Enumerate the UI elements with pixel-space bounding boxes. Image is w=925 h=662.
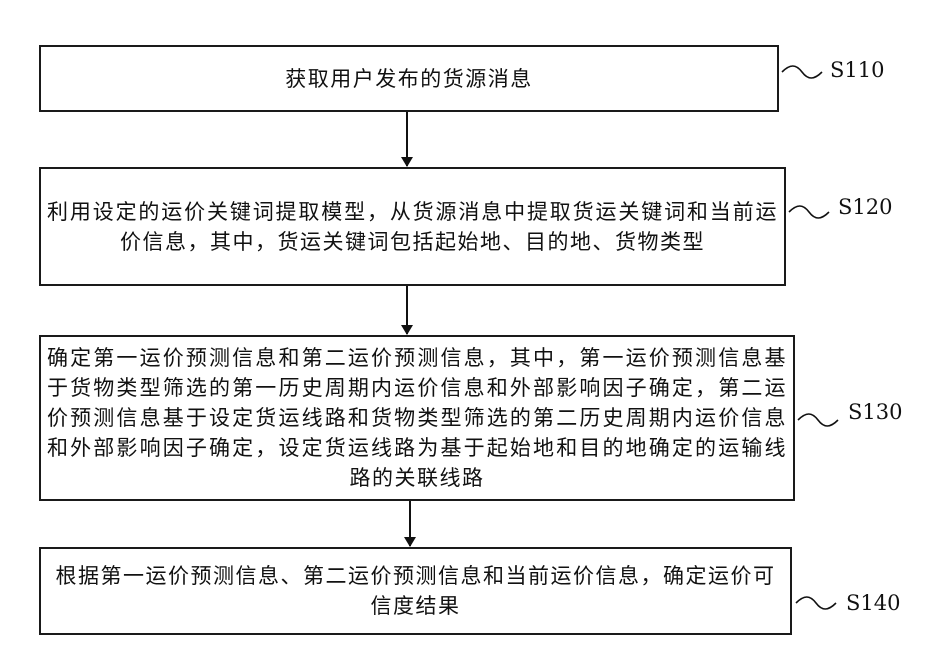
step-s110-label: S110 <box>830 58 884 82</box>
step-s140-label: S140 <box>846 591 900 615</box>
step-s140-text: 根据第一运价预测信息、第二运价预测信息和当前运价信息，确定运价可信度结果 <box>41 561 790 621</box>
step-s120-label: S120 <box>838 195 892 219</box>
step-s140-box: 根据第一运价预测信息、第二运价预测信息和当前运价信息，确定运价可信度结果 <box>39 547 792 635</box>
leader-s110 <box>782 66 822 78</box>
step-s130-text: 确定第一运价预测信息和第二运价预测信息，其中，第一运价预测信息基于货物类型筛选的… <box>41 343 793 493</box>
leader-s140 <box>796 597 836 609</box>
step-s110-text: 获取用户发布的货源消息 <box>279 64 539 94</box>
step-s110-box: 获取用户发布的货源消息 <box>39 45 779 112</box>
leader-s130 <box>798 414 838 426</box>
step-s130-label: S130 <box>848 400 902 424</box>
step-s130-box: 确定第一运价预测信息和第二运价预测信息，其中，第一运价预测信息基于货物类型筛选的… <box>39 335 795 501</box>
step-s120-text: 利用设定的运价关键词提取模型，从货源消息中提取货运关键词和当前运价信息，其中，货… <box>41 197 784 257</box>
step-s120-box: 利用设定的运价关键词提取模型，从货源消息中提取货运关键词和当前运价信息，其中，货… <box>39 167 786 286</box>
leader-s120 <box>789 206 829 218</box>
